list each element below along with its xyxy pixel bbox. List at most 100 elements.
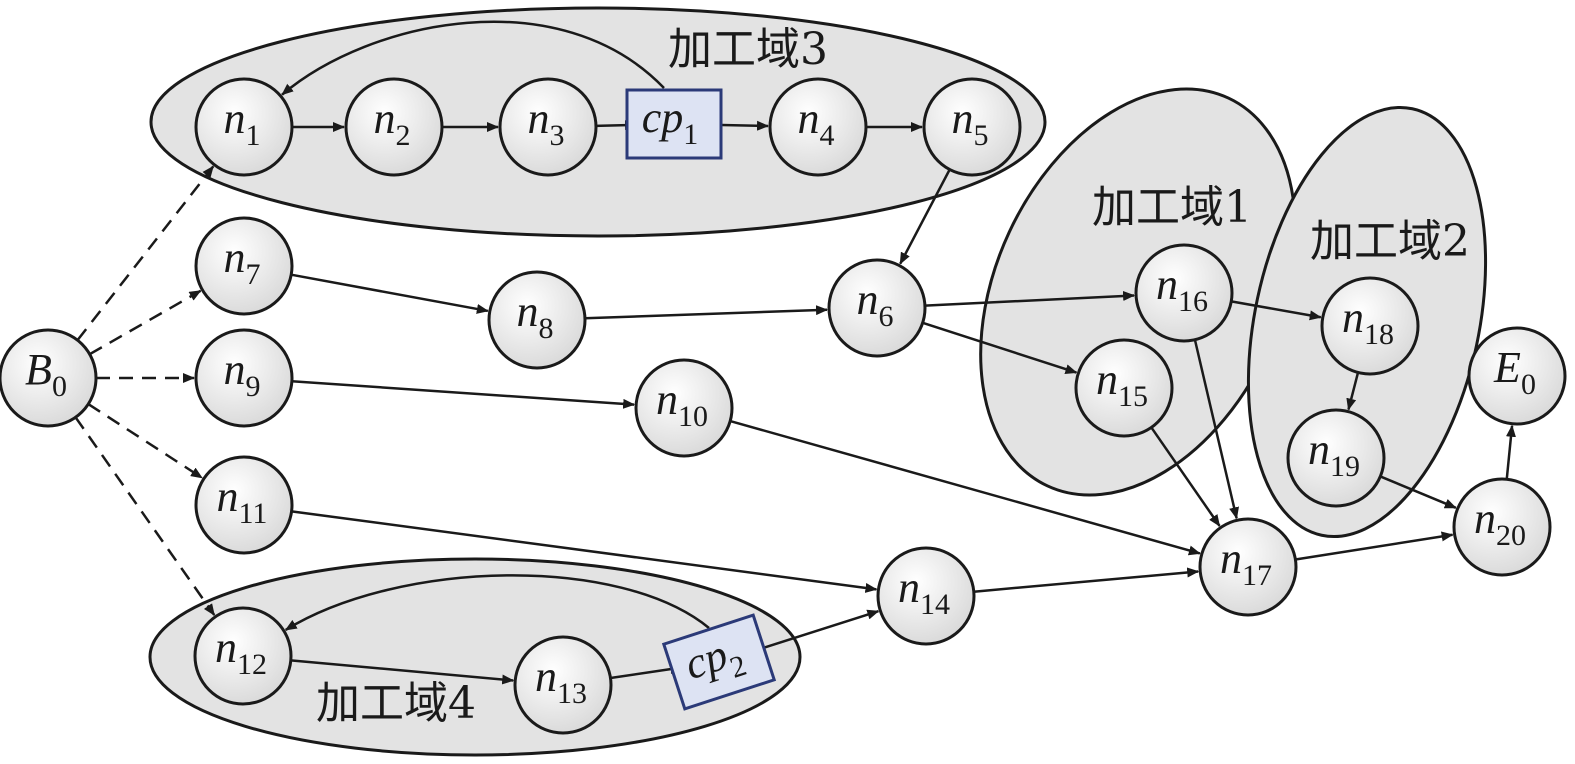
edge-cp1-to-n1 [281, 20, 665, 96]
node-E0-label: E0 [1493, 343, 1536, 401]
node-n5: n5 [922, 77, 1022, 177]
node-n1: n1 [194, 77, 294, 177]
node-n14-label: n14 [898, 563, 950, 621]
node-n14: n14 [876, 546, 976, 646]
node-n16-label: n16 [1156, 260, 1208, 318]
edge-n6-to-n16 [924, 290, 1136, 307]
edge-B0-to-n1 [76, 165, 215, 341]
node-n10-label: n10 [656, 375, 708, 433]
node-n8-label: n8 [517, 287, 554, 345]
edge-n12-to-n13 [290, 659, 515, 685]
edge-n9-to-n10 [291, 380, 636, 409]
node-n19: n19 [1286, 408, 1386, 508]
node-n18-label: n18 [1342, 293, 1394, 351]
node-n17-label: n17 [1220, 534, 1272, 592]
node-n2: n2 [344, 77, 444, 177]
node-n20: n20 [1452, 477, 1552, 577]
domain-3-label: 加工域3 [668, 24, 828, 75]
edge-n10-to-n17 [729, 419, 1201, 556]
node-B0-circle [0, 328, 98, 428]
node-n20-circle [1452, 477, 1552, 577]
edge-n5-to-n6 [899, 168, 951, 265]
node-n13-label: n13 [535, 652, 587, 710]
checkpoint-cp1-label: cp1 [642, 93, 699, 151]
node-n3-label: n3 [528, 94, 565, 152]
node-n10: n10 [634, 358, 734, 458]
edge-cp2-to-n14 [752, 609, 880, 653]
node-n19-circle [1286, 408, 1386, 508]
node-n5-circle [922, 77, 1022, 177]
node-n11-label: n11 [217, 472, 268, 530]
edge-n19-to-n20 [1379, 475, 1457, 509]
node-n18: n18 [1320, 276, 1420, 376]
node-n17: n17 [1198, 517, 1298, 617]
node-n3: n3 [498, 77, 598, 177]
node-n13: n13 [513, 635, 613, 735]
edge-n16-to-n17 [1193, 339, 1239, 520]
node-n19-label: n19 [1308, 425, 1360, 483]
domain-2-label: 加工域2 [1310, 216, 1470, 267]
node-n11: n11 [194, 455, 294, 555]
node-n12-label: n12 [215, 623, 267, 681]
node-E0: E0 [1467, 326, 1567, 426]
node-n12-circle [193, 606, 293, 706]
node-n14-circle [876, 546, 976, 646]
node-n10-circle [634, 358, 734, 458]
domain-4-label: 加工域4 [316, 678, 476, 729]
node-n6: n6 [827, 258, 927, 358]
checkpoint-cp2-box [661, 613, 777, 711]
edge-n6-to-n15 [922, 321, 1078, 374]
node-n7-circle [194, 216, 294, 316]
node-n2-label: n2 [374, 94, 411, 152]
node-n1-label: n1 [224, 94, 261, 152]
node-n15: n15 [1074, 338, 1174, 438]
edges [74, 20, 1516, 685]
node-n15-circle [1074, 338, 1174, 438]
node-n8-circle [487, 270, 587, 370]
edge-n13-to-cp2 [610, 664, 683, 680]
node-n9-circle [194, 328, 294, 428]
node-n3-circle [498, 77, 598, 177]
edge-B0-to-n12 [74, 416, 216, 616]
node-E0-circle [1467, 326, 1567, 426]
node-n9: n9 [194, 328, 294, 428]
node-n9-label: n9 [224, 345, 261, 403]
edge-n20-to-E0 [1505, 424, 1516, 480]
edge-n8-to-n6 [584, 305, 829, 320]
checkpoint-cp1: cp1 [625, 88, 723, 160]
edge-n18-to-n19 [1346, 372, 1360, 411]
node-n5-label: n5 [952, 94, 989, 152]
checkpoint-cp2: cp2 [661, 613, 777, 711]
node-n7: n7 [194, 216, 294, 316]
node-n13-circle [513, 635, 613, 735]
node-n2-circle [344, 77, 444, 177]
node-n17-circle [1198, 517, 1298, 617]
node-n1-circle [194, 77, 294, 177]
checkpoint-cp1-box [625, 88, 723, 160]
edge-n11-to-n14 [291, 510, 878, 593]
edge-cp2-to-n12 [284, 574, 710, 631]
node-n4-circle [768, 77, 868, 177]
node-n16: n16 [1134, 243, 1234, 343]
domain-4: 加工域4 [148, 557, 802, 757]
node-n4: n4 [768, 77, 868, 177]
node-n16-circle [1134, 243, 1234, 343]
edge-n14-to-n17 [973, 567, 1200, 593]
edge-n17-to-n20 [1295, 531, 1454, 561]
edge-n7-to-n8 [290, 273, 489, 314]
edge-B0-to-n11 [87, 403, 203, 479]
node-n4-label: n4 [798, 94, 835, 152]
node-n6-label: n6 [857, 275, 894, 333]
node-n12: n12 [193, 606, 293, 706]
domain-1-label: 加工域1 [1092, 182, 1252, 233]
node-n11-circle [194, 455, 294, 555]
node-n18-circle [1320, 276, 1420, 376]
edge-n16-to-n18 [1231, 300, 1322, 321]
node-B0-label: B0 [25, 345, 67, 403]
node-n6-circle [827, 258, 927, 358]
nodes: B0 E0 n1 n2 n3 n4 n5 n6 n7 n8 n9 n10 n11 n12 n13 n14 n15… [0, 77, 1567, 735]
node-n7-label: n7 [224, 233, 261, 291]
node-n8: n8 [487, 270, 587, 370]
node-B0: B0 [0, 328, 98, 428]
